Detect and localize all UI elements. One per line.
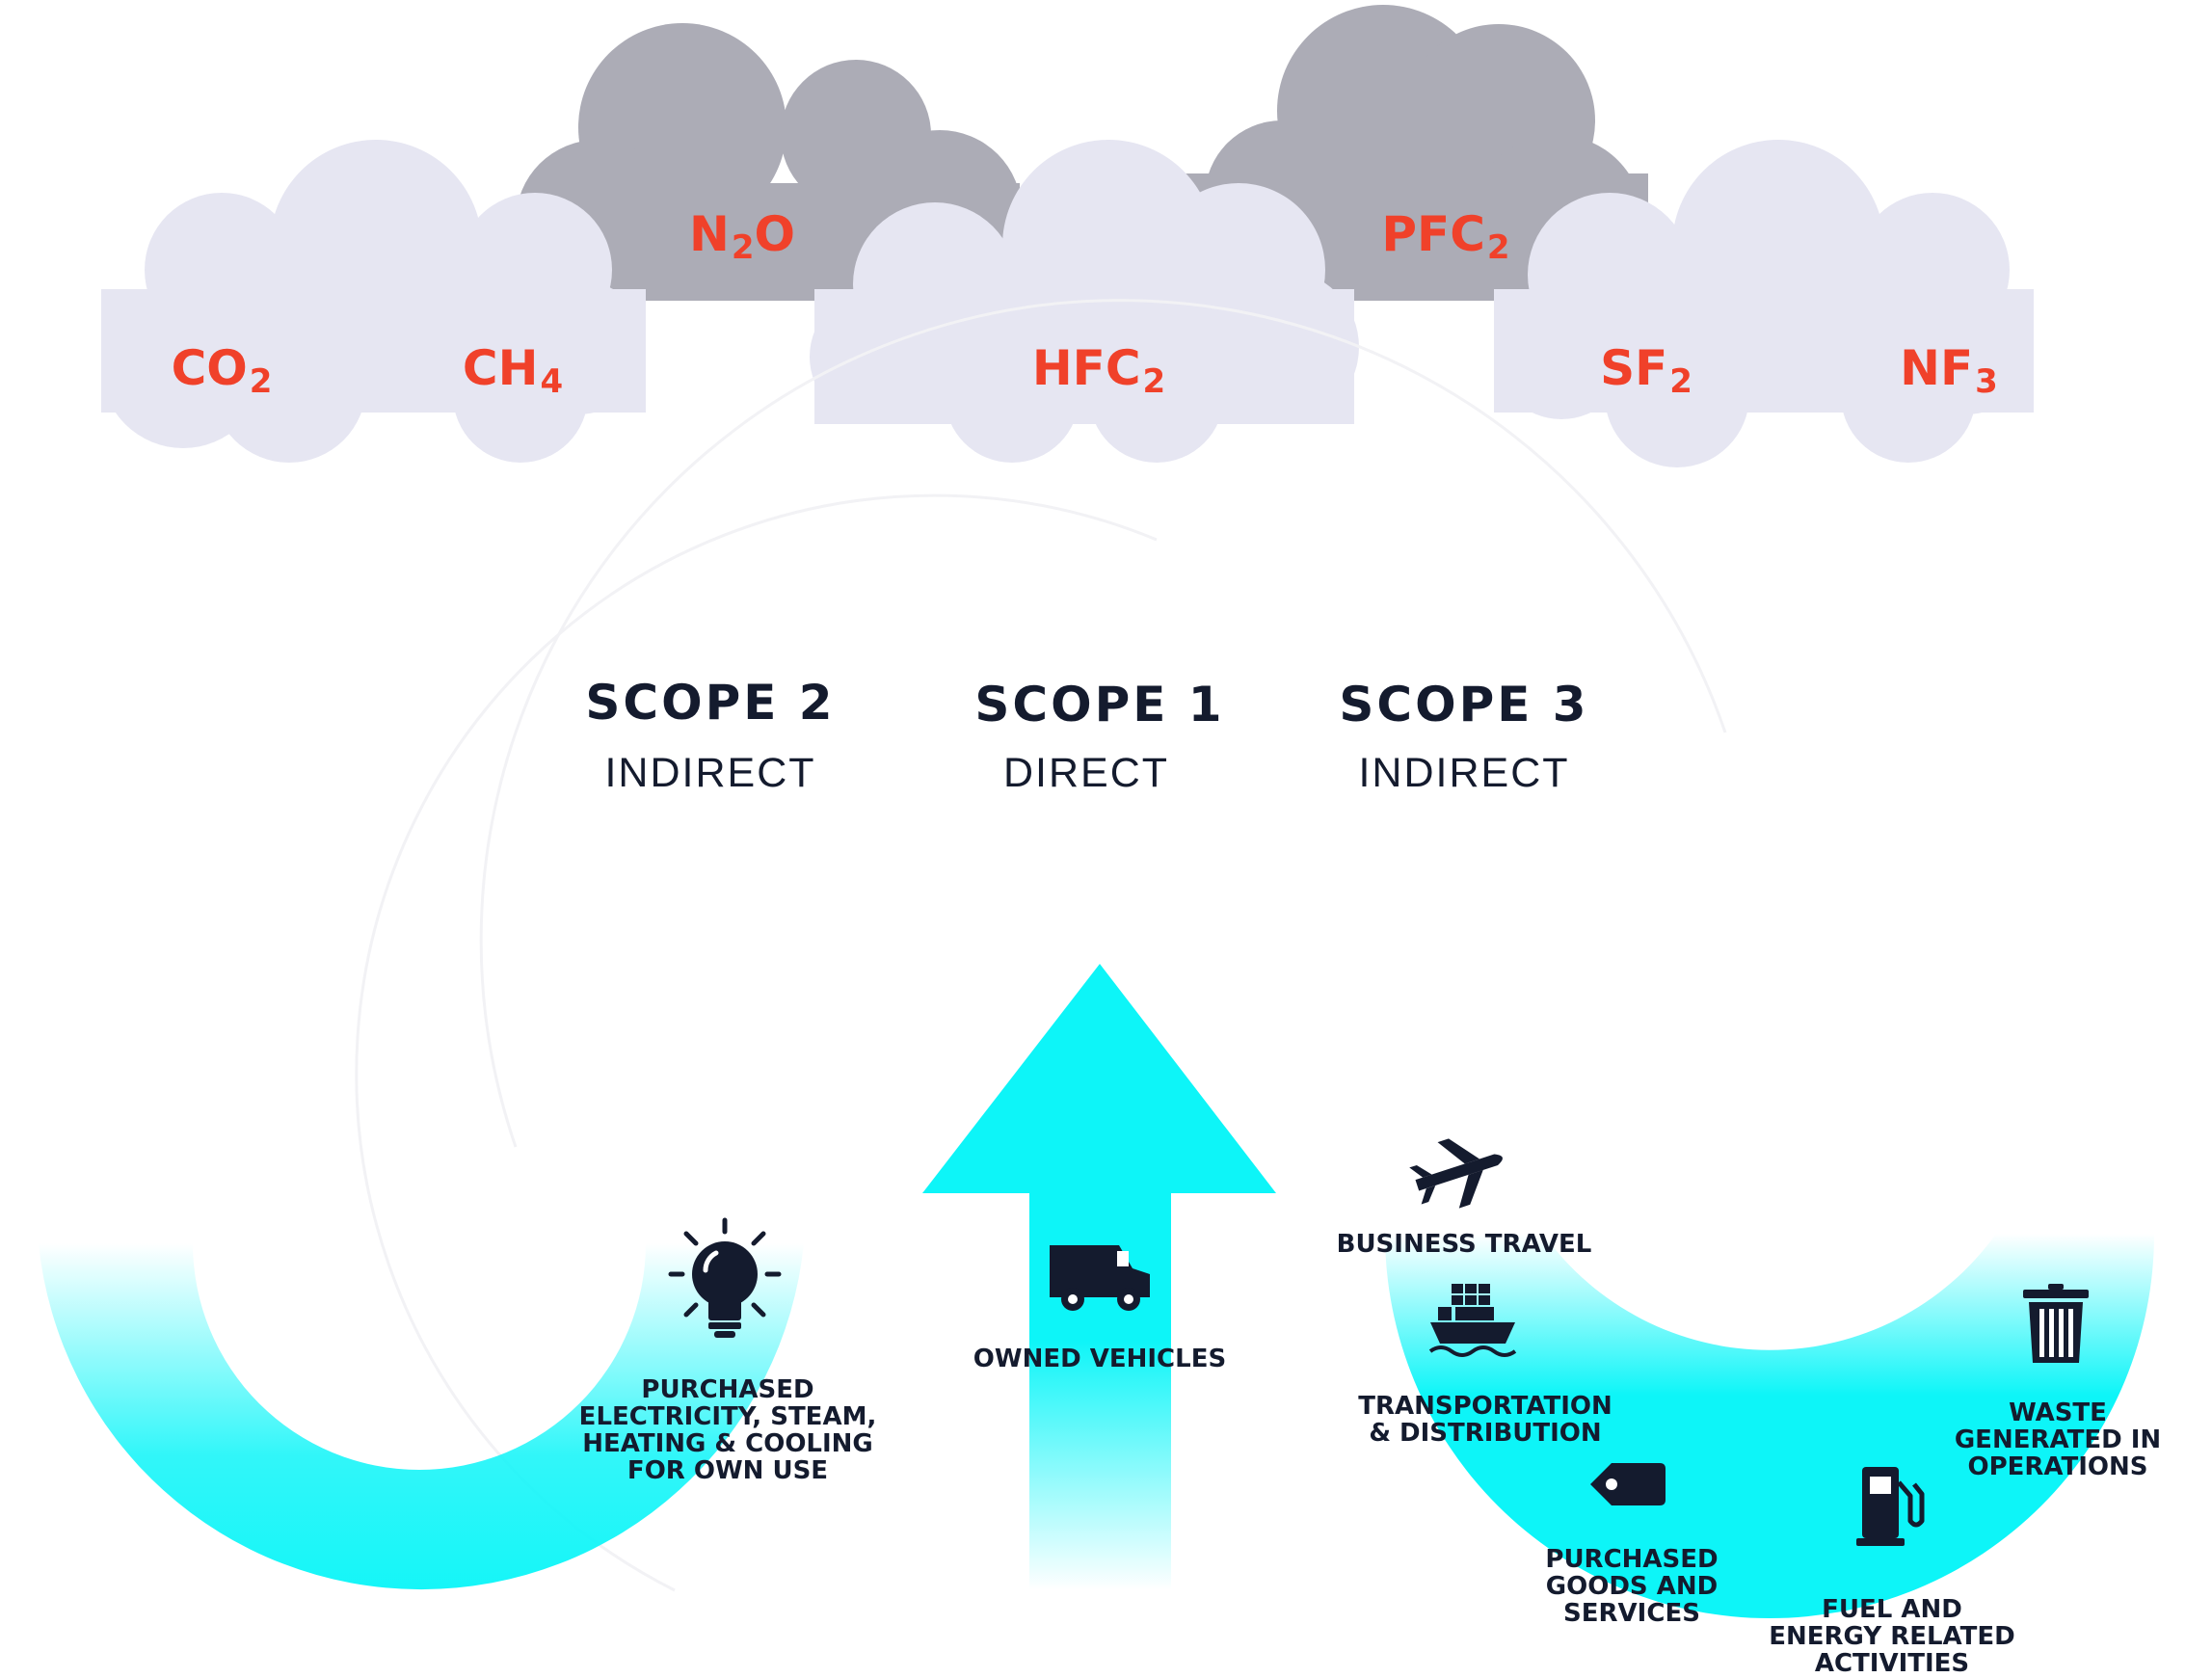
cloud-right (1494, 140, 2034, 467)
activity-fuel-energy: FUEL AND ENERGY RELATED ACTIVITIES (1769, 1595, 2015, 1678)
scope-1-title: SCOPE 1 (974, 677, 1225, 732)
gas-label-nf3: NF3 (1900, 340, 1998, 401)
price-tag-icon (1590, 1463, 1666, 1505)
activity-transportation-distribution: TRANSPORTATION & DISTRIBUTION (1358, 1392, 1612, 1448)
gas-label-sf2: SF2 (1600, 340, 1692, 401)
activity-waste: WASTE GENERATED IN OPERATIONS (1954, 1398, 2162, 1481)
activity-purchased-goods-services: PURCHASED GOODS AND SERVICES (1545, 1545, 1719, 1628)
activity-owned-vehicles: OWNED VEHICLES (973, 1345, 1227, 1373)
gas-label-ch4: CH4 (462, 340, 564, 401)
scope-2-arrow (39, 964, 887, 1590)
scope-3-type: INDIRECT (1358, 750, 1570, 796)
cloud-left (101, 140, 646, 463)
scope-1-type: DIRECT (1002, 750, 1170, 796)
activity-business-travel: BUSINESS TRAVEL (1336, 1230, 1592, 1259)
activity-purchased-electricity: PURCHASED ELECTRICITY, STEAM, HEATING & … (578, 1375, 877, 1485)
fuel-pump-icon (1856, 1467, 1925, 1546)
trash-bin-icon (2023, 1284, 2089, 1363)
van-icon (1050, 1245, 1150, 1311)
scope-2-title: SCOPE 2 (585, 675, 836, 731)
gas-label-n2o: N2O (688, 206, 796, 267)
scope-3-arrow (1301, 964, 2154, 1618)
cloud-center (810, 140, 1359, 463)
cargo-ship-icon (1428, 1284, 1517, 1357)
background-rings (355, 299, 1727, 1592)
gas-label-co2: CO2 (171, 340, 273, 401)
gas-label-hfc2: HFC2 (1031, 340, 1166, 401)
airplane-icon (1409, 1138, 1503, 1209)
scope-2-type: INDIRECT (604, 750, 816, 796)
lightbulb-icon (668, 1217, 782, 1338)
scope-3-title: SCOPE 3 (1339, 677, 1589, 732)
gas-label-pfc2: PFC2 (1381, 206, 1510, 267)
